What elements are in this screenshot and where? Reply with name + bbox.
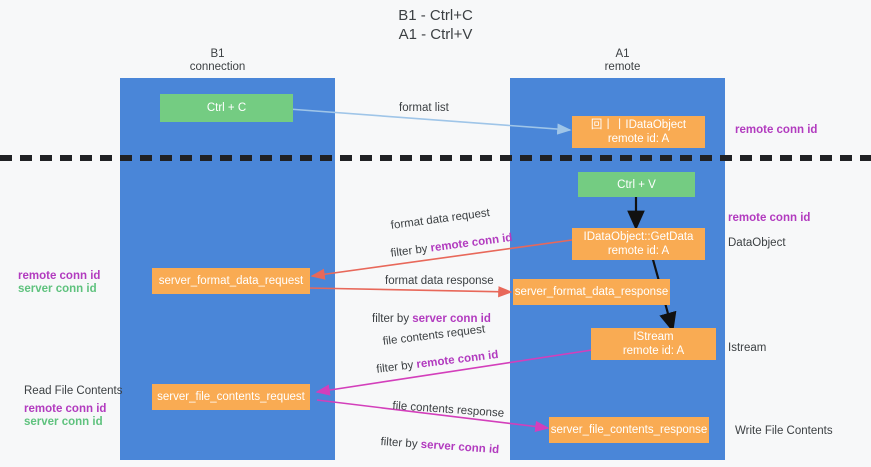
box-idataobject-line2: remote id: A — [607, 133, 670, 145]
box-istream-line1: IStream — [633, 331, 674, 343]
box-istream-line2: remote id: A — [622, 345, 685, 357]
lane-header-a1: A1 remote — [604, 48, 641, 73]
box-getdata-line2: remote id: A — [607, 245, 670, 257]
arrow-label-format-data-response-filter: filter by server conn id — [372, 298, 491, 326]
box-idataobject-getdata[interactable]: IDataObject::GetData remote id: A — [572, 228, 705, 260]
arrow-label-format-list: format list — [399, 102, 449, 114]
right-note-remote-conn-id-mid: remote conn id — [728, 212, 811, 224]
box-istream[interactable]: IStream remote id: A — [591, 328, 716, 360]
box-getdata-line1: IDataObject::GetData — [583, 231, 694, 243]
box-ctrl-v-label: Ctrl + V — [617, 178, 656, 191]
box-idataobject[interactable]: 回丨丨IDataObject remote id: A — [572, 116, 705, 148]
right-note-remote-conn-id-top: remote conn id — [735, 124, 818, 136]
page-title: B1 - Ctrl+C A1 - Ctrl+V — [398, 7, 473, 43]
box-server-format-data-request-label: server_format_data_request — [158, 275, 304, 287]
box-server-file-contents-response[interactable]: server_file_contents_response — [549, 417, 709, 443]
left-note-server-conn-id-mid: server conn id — [18, 283, 97, 295]
filter-prefix: filter by — [372, 313, 413, 325]
left-note-remote-conn-id-bottom: remote conn id — [24, 403, 107, 415]
right-note-istream: Istream — [728, 342, 767, 354]
right-note-dataobject: DataObject — [728, 237, 786, 249]
section-divider — [0, 155, 871, 161]
box-ctrl-c-label: Ctrl + C — [206, 102, 247, 114]
box-server-format-data-response[interactable]: server_format_data_response — [513, 279, 670, 305]
filter-key-server-conn-id: server conn id — [412, 313, 491, 325]
box-server-file-contents-request-label: server_file_contents_request — [157, 391, 305, 403]
box-server-format-data-response-label: server_format_data_response — [514, 286, 669, 298]
box-server-file-contents-response-label: server_file_contents_response — [550, 424, 708, 436]
filter-prefix: filter by — [380, 435, 422, 451]
box-server-file-contents-request[interactable]: server_file_contents_request — [152, 384, 310, 410]
box-ctrl-v[interactable]: Ctrl + V — [578, 172, 695, 197]
left-note-read-file-contents: Read File Contents — [24, 385, 123, 397]
arrow-label-format-data-response: format data response — [385, 275, 494, 287]
box-server-format-data-request[interactable]: server_format_data_request — [152, 268, 310, 294]
box-ctrl-c[interactable]: Ctrl + C — [160, 94, 293, 122]
lane-header-b1: B1 connection — [189, 48, 246, 73]
left-note-server-conn-id-bottom: server conn id — [24, 416, 103, 428]
box-idataobject-line1: 回丨丨IDataObject — [590, 119, 687, 131]
left-note-remote-conn-id-mid: remote conn id — [18, 270, 101, 282]
right-note-write-file-contents: Write File Contents — [735, 425, 833, 437]
